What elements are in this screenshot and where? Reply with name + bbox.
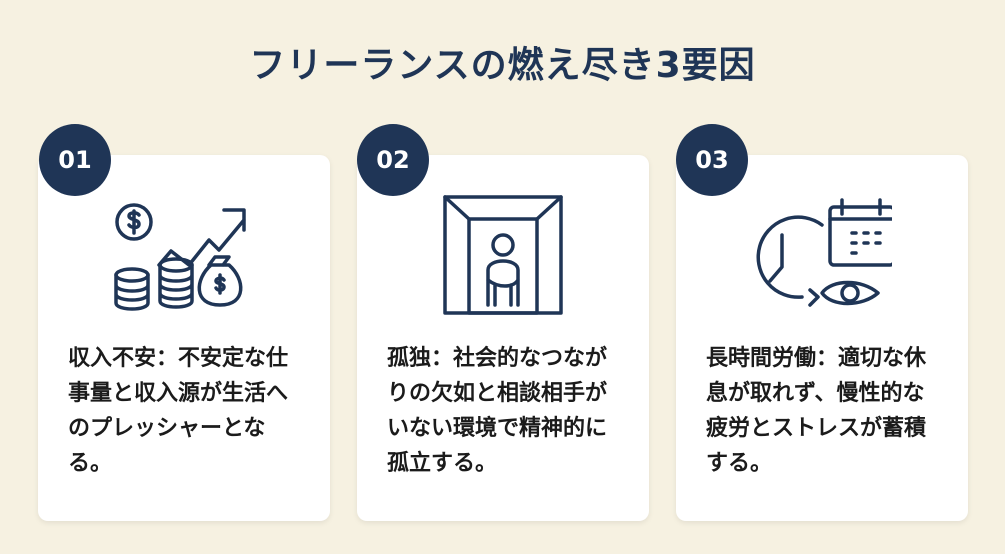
- card-loneliness: 孤独：社会的なつながりの欠如と相談相手がいない環境で精神的に孤立する。: [357, 155, 649, 521]
- card-text: 収入不安：不安定な仕事量と収入源が生活へのプレッシャーとなる。: [68, 346, 289, 476]
- badge-01: 01: [39, 124, 111, 196]
- card-income-anxiety: 収入不安：不安定な仕事量と収入源が生活へのプレッシャーとなる。: [38, 155, 330, 521]
- isolated-person-icon: [433, 195, 573, 315]
- badge-03: 03: [676, 124, 748, 196]
- page-title: フリーランスの燃え尽き3要因: [249, 45, 756, 86]
- badge-02: 02: [357, 124, 429, 196]
- clock-calendar-eye-icon: [752, 195, 896, 315]
- card-text: 長時間労働：適切な休息が取れず、慢性的な疲労とストレスが蓄積する。: [706, 346, 927, 476]
- card-long-hours: 長時間労働：適切な休息が取れず、慢性的な疲労とストレスが蓄積する。: [676, 155, 968, 521]
- money-growth-icon: [114, 195, 254, 315]
- card-text: 孤独：社会的なつながりの欠如と相談相手がいない環境で精神的に孤立する。: [387, 346, 608, 476]
